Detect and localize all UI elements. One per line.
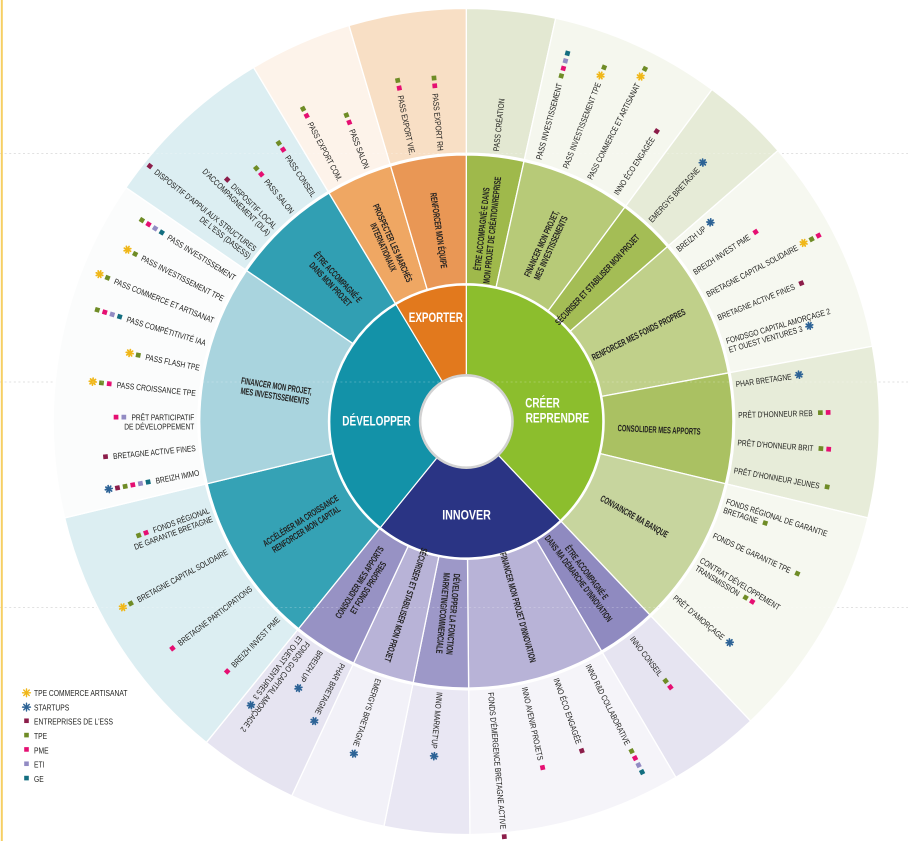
- svg-text:INNOVER: INNOVER: [442, 507, 491, 523]
- svg-text:STARTUPS: STARTUPS: [34, 703, 69, 712]
- svg-text:ETI: ETI: [34, 761, 44, 770]
- svg-text:CONSOLIDER MES APPORTS: CONSOLIDER MES APPORTS: [617, 423, 700, 437]
- svg-text:PRÊT PARTICIPATIF: PRÊT PARTICIPATIF: [131, 412, 194, 422]
- svg-text:PME: PME: [34, 746, 49, 755]
- svg-text:DÉVELOPPER: DÉVELOPPER: [342, 412, 410, 429]
- svg-text:DE DÉVELOPPEMENT: DE DÉVELOPPEMENT: [124, 421, 194, 431]
- svg-text:EXPORTER: EXPORTER: [409, 310, 463, 326]
- svg-text:TPE COMMERCE ARTISANAT: TPE COMMERCE ARTISANAT: [34, 689, 128, 698]
- svg-text:GE: GE: [34, 775, 44, 784]
- svg-text:PRÊT D'HONNEUR REB: PRÊT D'HONNEUR REB: [738, 408, 813, 420]
- svg-text:CRÉER: CRÉER: [525, 395, 560, 412]
- svg-text:TPE: TPE: [34, 732, 47, 741]
- svg-text:REPRENDRE: REPRENDRE: [526, 411, 590, 427]
- svg-text:ENTREPRISES DE L'ESS: ENTREPRISES DE L'ESS: [34, 718, 113, 727]
